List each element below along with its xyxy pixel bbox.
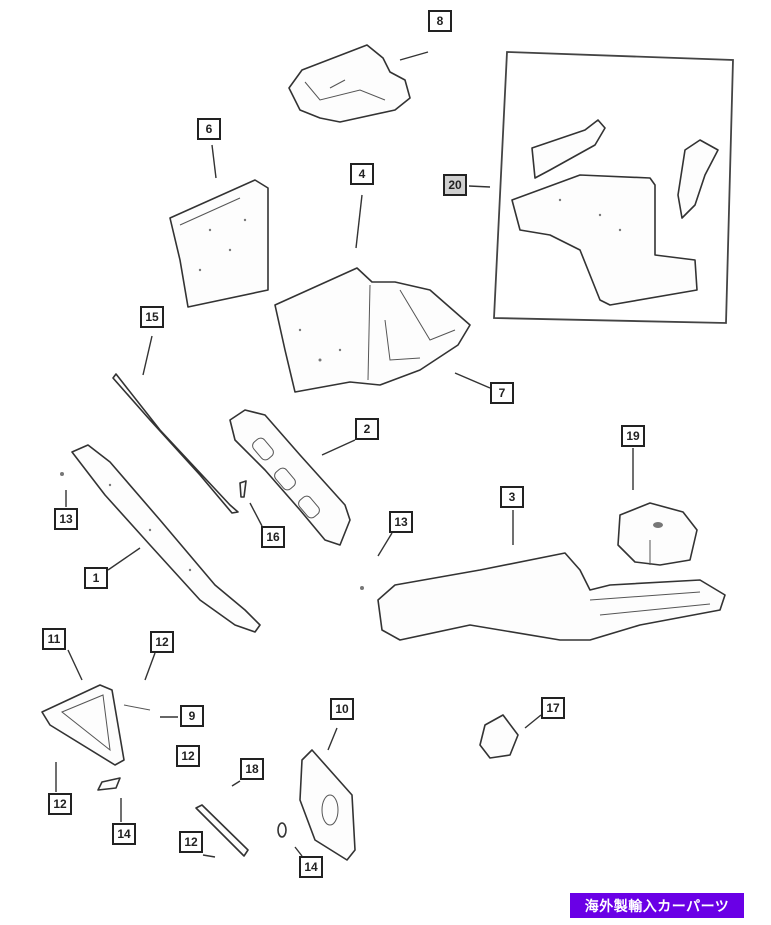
part-2-brace bbox=[229, 409, 351, 546]
part-18-bar bbox=[195, 804, 249, 857]
part-17-plate bbox=[479, 714, 519, 759]
part-19-mount bbox=[617, 502, 698, 566]
callout-2: 2 bbox=[355, 418, 379, 440]
callout-14: 14 bbox=[112, 823, 136, 845]
callout-13: 13 bbox=[54, 508, 78, 530]
callout-12: 12 bbox=[150, 631, 174, 653]
callout-13: 13 bbox=[389, 511, 413, 533]
callout-16: 16 bbox=[261, 526, 285, 548]
callout-10: 10 bbox=[330, 698, 354, 720]
part-3-frame-rail bbox=[377, 552, 726, 641]
part-14-pad bbox=[97, 777, 121, 791]
callout-6: 6 bbox=[197, 118, 221, 140]
part-8-tray bbox=[288, 44, 411, 123]
part-15-rail bbox=[112, 373, 239, 514]
callout-4: 4 bbox=[350, 163, 374, 185]
part-14-washer bbox=[277, 822, 287, 838]
callout-12: 12 bbox=[48, 793, 72, 815]
part-4-wheelhouse bbox=[274, 267, 471, 393]
callout-11: 11 bbox=[42, 628, 66, 650]
callout-8: 8 bbox=[428, 10, 452, 32]
part-11-triangle-bracket bbox=[41, 684, 151, 766]
callout-7: 7 bbox=[490, 382, 514, 404]
callout-9: 9 bbox=[180, 705, 204, 727]
part-1-rail bbox=[71, 444, 261, 633]
callout-17: 17 bbox=[541, 697, 565, 719]
callout-12: 12 bbox=[179, 831, 203, 853]
callout-19: 19 bbox=[621, 425, 645, 447]
callout-12: 12 bbox=[176, 745, 200, 767]
callout-3: 3 bbox=[500, 486, 524, 508]
inset-box-part-20 bbox=[493, 51, 734, 324]
callout-20: 20 bbox=[443, 174, 467, 196]
part-6-panel bbox=[169, 179, 269, 308]
callout-14: 14 bbox=[299, 856, 323, 878]
callout-1: 1 bbox=[84, 567, 108, 589]
callout-15: 15 bbox=[140, 306, 164, 328]
watermark-banner: 海外製輸入カーパーツ bbox=[570, 893, 744, 918]
part-10-bracket bbox=[299, 749, 356, 861]
callout-18: 18 bbox=[240, 758, 264, 780]
part-16-fastener bbox=[239, 480, 247, 498]
